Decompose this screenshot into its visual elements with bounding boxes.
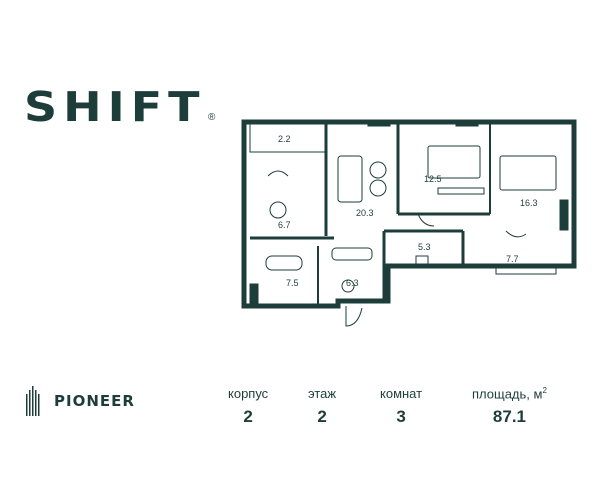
room-area-living: 20.3 (356, 208, 374, 218)
stat-floor: этаж 2 (308, 386, 336, 427)
stat-rooms-label: комнат (380, 386, 423, 401)
brand-name: PIONEER (54, 392, 135, 410)
room-area-bathroom-2: 5.3 (418, 242, 431, 252)
logo-text: SHIFT (24, 82, 206, 131)
stat-building-value: 2 (243, 407, 253, 426)
floor-plan: 2.2 6.7 20.3 12.5 16.3 7.5 6.3 5.3 7.7 (241, 119, 577, 327)
stat-rooms: комнат 3 (380, 386, 422, 427)
room-area-kitchen: 6.7 (278, 220, 291, 230)
stat-area-label: площадь, м2 (472, 386, 547, 402)
room-area-bedroom-1: 12.5 (424, 174, 442, 184)
pioneer-logo-icon (26, 386, 40, 416)
room-area-balcony: 2.2 (278, 134, 291, 144)
stat-rooms-value: 3 (396, 407, 406, 426)
stat-building: корпус 2 (228, 386, 268, 427)
stat-area: площадь, м2 87.1 (472, 386, 547, 427)
room-area-bathroom-1: 7.5 (286, 278, 299, 288)
room-area-hall: 6.3 (346, 278, 359, 288)
outer-wall (241, 119, 577, 309)
registered-mark: ® (208, 112, 216, 123)
stat-area-value: 87.1 (492, 407, 526, 427)
stat-building-label: корпус (228, 386, 269, 401)
stat-floor-label: этаж (308, 386, 337, 401)
room-area-wardrobe: 7.7 (506, 254, 519, 264)
room-area-bedroom-2: 16.3 (520, 198, 538, 208)
brand-block: PIONEER (26, 386, 135, 416)
stat-floor-value: 2 (317, 407, 327, 426)
